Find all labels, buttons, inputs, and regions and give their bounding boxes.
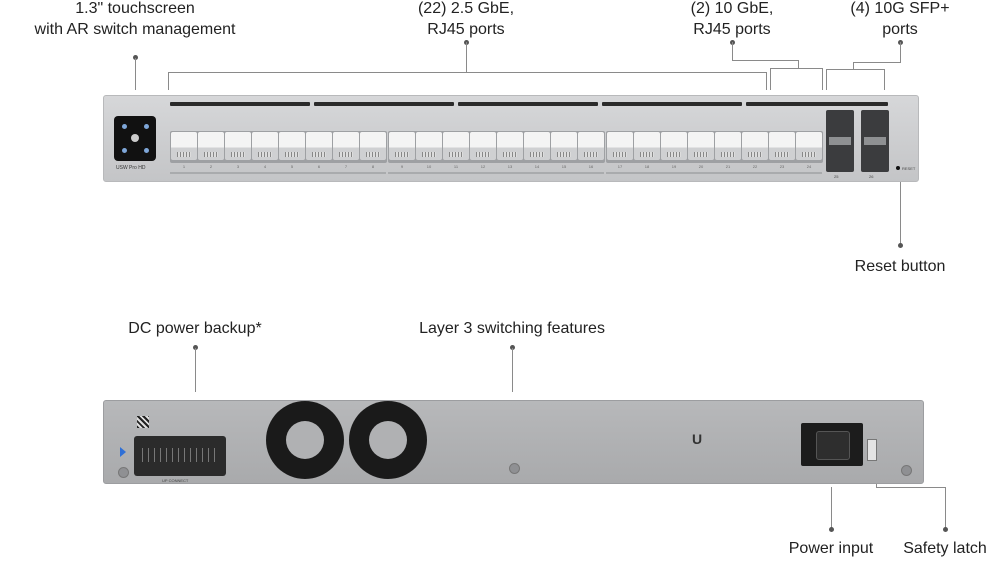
port-number: 6 <box>317 164 321 169</box>
qr-code <box>137 416 149 428</box>
port-group <box>170 131 387 163</box>
rj45-10g-label: (2) 10 GbE, RJ45 ports <box>691 0 774 40</box>
dc-power-label: DC power backup* <box>128 320 262 337</box>
fan <box>349 401 427 479</box>
rj45-port[interactable] <box>416 132 442 160</box>
back-panel: UP CONNECT U <box>103 400 924 484</box>
screw <box>901 465 912 476</box>
reset-button[interactable] <box>896 166 900 170</box>
rj45-port[interactable] <box>497 132 523 160</box>
port-number: 23 <box>779 164 785 169</box>
port-number: 17 <box>617 164 623 169</box>
reset-button-label: Reset button <box>854 258 946 275</box>
rj45-port[interactable] <box>688 132 714 160</box>
port-number: 19 <box>671 164 677 169</box>
label-line: RJ45 ports <box>427 21 505 38</box>
label-line: (22) 2.5 GbE, <box>417 0 515 17</box>
port-number: 13 <box>507 164 513 169</box>
touchscreen[interactable] <box>114 116 156 161</box>
label-line: RJ45 ports <box>693 21 771 38</box>
rj45-port[interactable] <box>252 132 278 160</box>
port-number: 20 <box>698 164 704 169</box>
connector-label: UP CONNECT <box>162 478 189 483</box>
ubiquiti-logo: U <box>692 431 703 447</box>
port-number: 11 <box>453 164 459 169</box>
port-number: 5 <box>290 164 294 169</box>
port-group <box>606 131 823 163</box>
rj45-port[interactable] <box>524 132 550 160</box>
sfp-port-number: 26 <box>869 174 874 179</box>
rj45-port[interactable] <box>333 132 359 160</box>
port-number: 14 <box>534 164 540 169</box>
port-number: 10 <box>426 164 432 169</box>
port-number: 16 <box>588 164 594 169</box>
rj45-port[interactable] <box>661 132 687 160</box>
port-group <box>388 131 605 163</box>
led-strip <box>388 172 604 174</box>
rj45-port[interactable] <box>796 132 822 160</box>
rj45-port[interactable] <box>607 132 633 160</box>
rj45-port[interactable] <box>470 132 496 160</box>
port-number: 18 <box>644 164 650 169</box>
dc-power-connector[interactable] <box>134 436 226 476</box>
port-number: 12 <box>480 164 486 169</box>
port-number: 21 <box>725 164 731 169</box>
port-number: 4 <box>263 164 267 169</box>
power-input-label: Power input <box>788 540 874 557</box>
sfp-cage[interactable] <box>861 110 889 172</box>
label-line: (2) 10 GbE, <box>690 0 774 17</box>
screw <box>509 463 520 474</box>
label-line: ports <box>882 21 918 38</box>
port-number: 15 <box>561 164 567 169</box>
port-number: 24 <box>806 164 812 169</box>
label-line: with AR switch management <box>34 21 236 38</box>
rj45-port[interactable] <box>443 132 469 160</box>
rj45-port[interactable] <box>578 132 604 160</box>
port-number: 8 <box>371 164 375 169</box>
rj45-port[interactable] <box>742 132 768 160</box>
led-strip <box>606 172 822 174</box>
port-number: 22 <box>752 164 758 169</box>
label-line: 1.3" touchscreen <box>75 0 195 17</box>
touchscreen-label: 1.3" touchscreen with AR switch managemen… <box>35 0 236 40</box>
port-number: 2 <box>209 164 213 169</box>
led-strip <box>170 172 386 174</box>
safety-latch[interactable] <box>867 439 877 461</box>
port-number: 7 <box>344 164 348 169</box>
safety-latch-label: Safety latch <box>903 540 987 557</box>
rj45-port[interactable] <box>279 132 305 160</box>
rj45-port[interactable] <box>634 132 660 160</box>
rj45-port[interactable] <box>769 132 795 160</box>
rj45-port[interactable] <box>389 132 415 160</box>
rj45-port[interactable] <box>225 132 251 160</box>
arrow-icon <box>120 447 126 457</box>
rj45-port[interactable] <box>715 132 741 160</box>
fan <box>266 401 344 479</box>
sfp-cage[interactable] <box>826 110 854 172</box>
rj45-port[interactable] <box>360 132 386 160</box>
rj45-port[interactable] <box>171 132 197 160</box>
rj45-port[interactable] <box>306 132 332 160</box>
port-number: 3 <box>236 164 240 169</box>
rj45-port[interactable] <box>551 132 577 160</box>
label-line: (4) 10G SFP+ <box>850 0 950 17</box>
sfp-port-number: 25 <box>834 174 839 179</box>
screw <box>118 467 129 478</box>
reset-mark: RESET <box>902 166 916 171</box>
rj45-2.5g-label: (22) 2.5 GbE, RJ45 ports <box>418 0 514 40</box>
rj45-port[interactable] <box>198 132 224 160</box>
model-label: USW Pro HD <box>116 165 146 171</box>
layer3-label: Layer 3 switching features <box>419 320 605 337</box>
port-number: 9 <box>400 164 404 169</box>
port-number: 1 <box>182 164 186 169</box>
sfp-label: (4) 10G SFP+ ports <box>850 0 949 40</box>
power-inlet[interactable] <box>801 423 863 466</box>
